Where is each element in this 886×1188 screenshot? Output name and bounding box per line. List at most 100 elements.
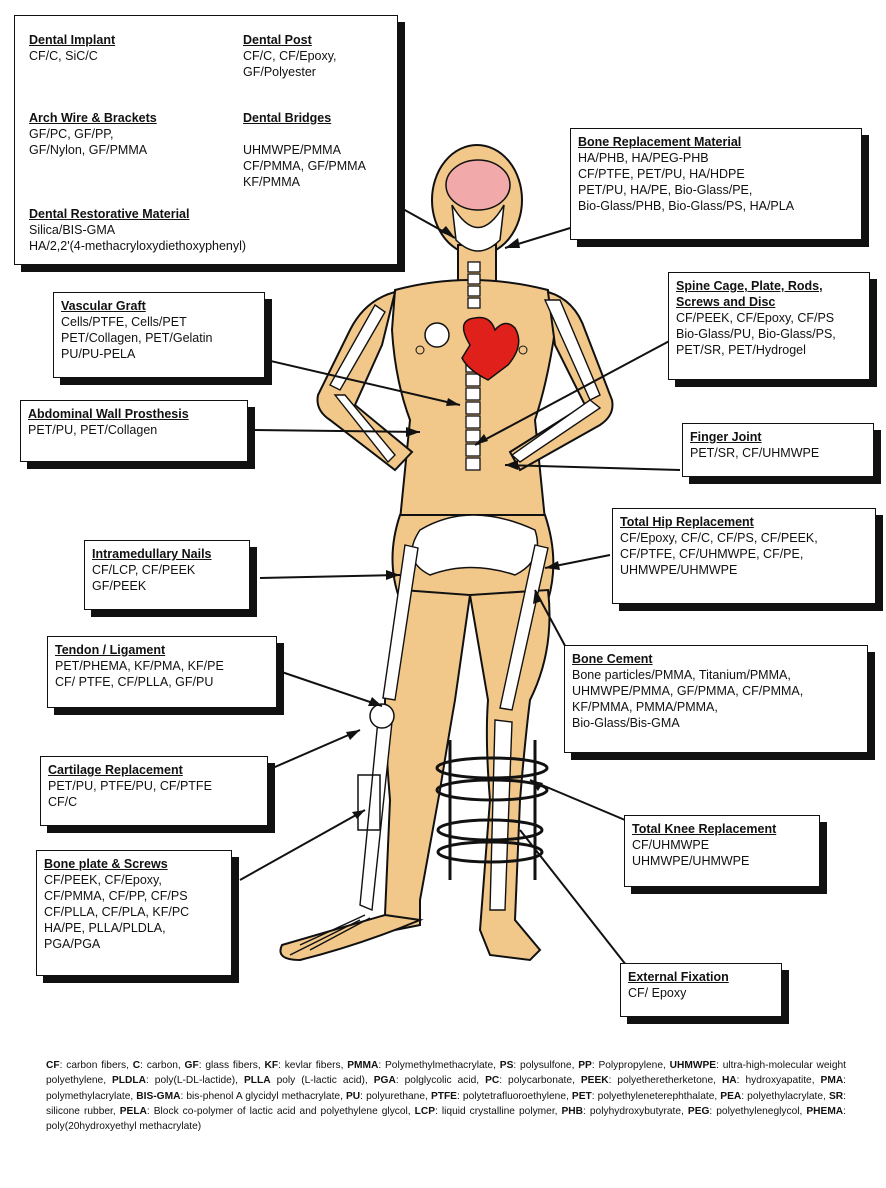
spine-title-2: Screws and Disc bbox=[676, 294, 862, 310]
intramedullary-nails-title: Intramedullary Nails bbox=[92, 546, 242, 562]
bone-cement-box: Bone Cement Bone particles/PMMA, Titaniu… bbox=[564, 645, 868, 753]
intramedullary-nails-materials-1: CF/LCP, CF/PEEK bbox=[92, 562, 242, 578]
total-hip-materials-2: CF/PTFE, CF/UHMWPE, CF/PE, bbox=[620, 546, 868, 562]
legend-abbr: PEEK bbox=[581, 1075, 609, 1086]
total-knee-title: Total Knee Replacement bbox=[632, 821, 812, 837]
dental-post-group: Dental Post CF/C, CF/Epoxy, GF/Polyester bbox=[243, 32, 337, 80]
cartilage-replacement-box: Cartilage Replacement PET/PU, PTFE/PU, C… bbox=[40, 756, 268, 826]
arch-wire-materials-2: GF/Nylon, GF/PMMA bbox=[29, 142, 157, 158]
legend-definition: : polyethylacrylate, bbox=[741, 1091, 829, 1102]
legend-definition: : polyethyleneglycol, bbox=[709, 1106, 806, 1117]
legend-definition: : polysulfone, bbox=[513, 1060, 578, 1071]
legend-abbr: PELA bbox=[120, 1106, 147, 1117]
legend-definition: : polycarbonate, bbox=[499, 1075, 581, 1086]
legend-definition: : polyhydroxybutyrate, bbox=[583, 1106, 688, 1117]
dental-restorative-materials-2: HA/2,2'(4-methacryloxydiethoxyphenyl) bbox=[29, 238, 246, 254]
bone-plate-materials-5: PGA/PGA bbox=[44, 936, 224, 952]
dental-post-materials-2: GF/Polyester bbox=[243, 64, 337, 80]
legend-definition: : Polymethylmethacrylate, bbox=[378, 1060, 499, 1071]
dental-bridges-materials-2: CF/PMMA, GF/PMMA bbox=[243, 158, 366, 174]
legend-abbr: PC bbox=[485, 1075, 499, 1086]
abdominal-wall-title: Abdominal Wall Prosthesis bbox=[28, 406, 240, 422]
legend-abbr: GF bbox=[185, 1060, 199, 1071]
bone-plate-materials-4: HA/PE, PLLA/PLDLA, bbox=[44, 920, 224, 936]
legend-abbr: PU bbox=[346, 1091, 360, 1102]
legend-definition: : Polypropylene, bbox=[592, 1060, 670, 1071]
bone-plate-materials-1: CF/PEEK, CF/Epoxy, bbox=[44, 872, 224, 888]
legend-abbr: SR bbox=[829, 1091, 843, 1102]
vascular-graft-box: Vascular Graft Cells/PTFE, Cells/PET PET… bbox=[53, 292, 265, 378]
breast-left bbox=[425, 323, 449, 347]
external-fixation-box: External Fixation CF/ Epoxy bbox=[620, 963, 782, 1017]
legend-definition: : poly(L-DL-lactide), bbox=[146, 1075, 244, 1086]
abdominal-wall-materials: PET/PU, PET/Collagen bbox=[28, 422, 240, 438]
legend-abbr: PGA bbox=[374, 1075, 396, 1086]
bone-plate-box: Bone plate & Screws CF/PEEK, CF/Epoxy, C… bbox=[36, 850, 232, 976]
total-knee-materials-1: CF/UHMWPE bbox=[632, 837, 812, 853]
dental-implant-title: Dental Implant bbox=[29, 32, 115, 48]
legend-abbr: PET bbox=[572, 1091, 592, 1102]
bone-replacement-materials-3: PET/PU, HA/PE, Bio-Glass/PE, bbox=[578, 182, 854, 198]
dental-box: Dental Implant CF/C, SiC/C Dental Post C… bbox=[14, 15, 398, 265]
dental-restorative-materials-1: Silica/BIS-GMA bbox=[29, 222, 246, 238]
bone-cement-materials-4: Bio-Glass/Bis-GMA bbox=[572, 715, 860, 731]
legend-abbr: PLLA bbox=[244, 1075, 271, 1086]
intramedullary-nails-materials-2: GF/PEEK bbox=[92, 578, 242, 594]
total-knee-materials-2: UHMWPE/UHMWPE bbox=[632, 853, 812, 869]
dental-post-title: Dental Post bbox=[243, 32, 337, 48]
spine-materials-2: Bio-Glass/PU, Bio-Glass/PS, bbox=[676, 326, 862, 342]
total-hip-materials-3: UHMWPE/UHMWPE bbox=[620, 562, 868, 578]
legend-definition: : polyurethane, bbox=[360, 1091, 431, 1102]
tendon-ligament-title: Tendon / Ligament bbox=[55, 642, 269, 658]
legend-abbr: PHEMA bbox=[806, 1106, 843, 1117]
bone-cement-title: Bone Cement bbox=[572, 651, 860, 667]
bone-plate-title: Bone plate & Screws bbox=[44, 856, 224, 872]
bone-cement-materials-1: Bone particles/PMMA, Titanium/PMMA, bbox=[572, 667, 860, 683]
legend-definition: : polyethyleneterephthalate, bbox=[592, 1091, 721, 1102]
legend-abbr: PMMA bbox=[347, 1060, 378, 1071]
dental-post-materials-1: CF/C, CF/Epoxy, bbox=[243, 48, 337, 64]
vascular-graft-title: Vascular Graft bbox=[61, 298, 257, 314]
legend-definition: : glass fibers, bbox=[199, 1060, 265, 1071]
dental-restorative-group: Dental Restorative Material Silica/BIS-G… bbox=[29, 206, 246, 254]
abbreviation-legend: CF: carbon fibers, C: carbon, GF: glass … bbox=[46, 1058, 846, 1134]
bone-plate-materials-2: CF/PMMA, CF/PP, CF/PS bbox=[44, 888, 224, 904]
abdominal-wall-box: Abdominal Wall Prosthesis PET/PU, PET/Co… bbox=[20, 400, 248, 462]
arch-wire-materials-1: GF/PC, GF/PP, bbox=[29, 126, 157, 142]
vascular-graft-materials-1: Cells/PTFE, Cells/PET bbox=[61, 314, 257, 330]
legend-definition: : kevlar fibers, bbox=[278, 1060, 347, 1071]
finger-joint-materials: PET/SR, CF/UHMWPE bbox=[690, 445, 866, 461]
legend-abbr: C bbox=[133, 1060, 140, 1071]
vascular-graft-materials-3: PU/PU-PELA bbox=[61, 346, 257, 362]
total-hip-materials-1: CF/Epoxy, CF/C, CF/PS, CF/PEEK, bbox=[620, 530, 868, 546]
finger-joint-title: Finger Joint bbox=[690, 429, 866, 445]
spine-materials-1: CF/PEEK, CF/Epoxy, CF/PS bbox=[676, 310, 862, 326]
vascular-graft-materials-2: PET/Collagen, PET/Gelatin bbox=[61, 330, 257, 346]
intramedullary-nails-box: Intramedullary Nails CF/LCP, CF/PEEK GF/… bbox=[84, 540, 250, 610]
bone-plate-materials-3: CF/PLLA, CF/PLA, KF/PC bbox=[44, 904, 224, 920]
spine-materials-3: PET/SR, PET/Hydrogel bbox=[676, 342, 862, 358]
dental-bridges-title: Dental Bridges bbox=[243, 110, 366, 126]
cartilage-replacement-materials-2: CF/C bbox=[48, 794, 260, 810]
legend-abbr: PEG bbox=[688, 1106, 710, 1117]
total-hip-title: Total Hip Replacement bbox=[620, 514, 868, 530]
dental-bridges-group: Dental Bridges UHMWPE/PMMA CF/PMMA, GF/P… bbox=[243, 110, 366, 190]
bone-cement-materials-3: KF/PMMA, PMMA/PMMA, bbox=[572, 699, 860, 715]
cartilage-replacement-materials-1: PET/PU, PTFE/PU, CF/PTFE bbox=[48, 778, 260, 794]
legend-definition: : carbon, bbox=[140, 1060, 184, 1071]
legend-definition: : bis-phenol A glycidyl methacrylate, bbox=[180, 1091, 346, 1102]
legend-definition: : polglycolic acid, bbox=[396, 1075, 485, 1086]
tendon-ligament-materials-2: CF/ PTFE, CF/PLLA, GF/PU bbox=[55, 674, 269, 690]
dental-bridges-materials-1: UHMWPE/PMMA bbox=[243, 142, 366, 158]
pelvis-bone bbox=[412, 515, 538, 575]
legend-abbr: UHMWPE bbox=[670, 1060, 716, 1071]
bone-replacement-materials-2: CF/PTFE, PET/PU, HA/HDPE bbox=[578, 166, 854, 182]
bone-replacement-materials-1: HA/PHB, HA/PEG-PHB bbox=[578, 150, 854, 166]
legend-abbr: KF bbox=[264, 1060, 278, 1071]
legend-definition: : liquid crystalline polymer, bbox=[435, 1106, 561, 1117]
tendon-ligament-box: Tendon / Ligament PET/PHEMA, KF/PMA, KF/… bbox=[47, 636, 277, 708]
finger-joint-box: Finger Joint PET/SR, CF/UHMWPE bbox=[682, 423, 874, 477]
legend-definition: poly (L-lactic acid), bbox=[271, 1075, 374, 1086]
bone-replacement-materials-4: Bio-Glass/PHB, Bio-Glass/PS, HA/PLA bbox=[578, 198, 854, 214]
legend-abbr: PLDLA bbox=[112, 1075, 146, 1086]
